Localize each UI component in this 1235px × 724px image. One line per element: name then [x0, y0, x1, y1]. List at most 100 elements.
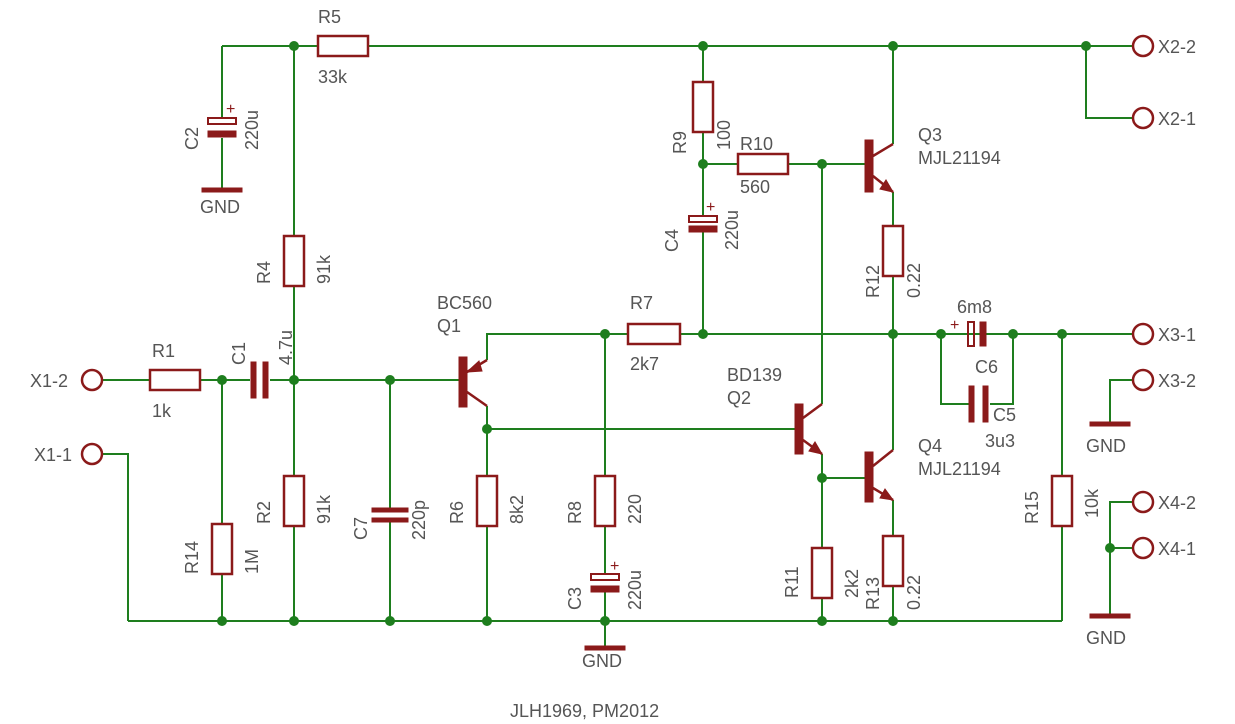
transistor-q1: [458, 356, 488, 408]
connector-label: X3-1: [1158, 325, 1196, 345]
junction-dot: [600, 329, 610, 339]
junction-dot: [1081, 41, 1091, 51]
transistor-q2: [794, 402, 824, 456]
r15-value: 10k: [1082, 488, 1102, 518]
c3-value: 220u: [625, 570, 645, 610]
r11-name: R11: [782, 566, 802, 598]
resistor-r5: [316, 34, 370, 58]
connector-pad-icon: [1131, 536, 1155, 560]
junction-dot: [482, 616, 492, 626]
r5-name: R5: [318, 7, 341, 27]
connector-pad-icon: [1131, 322, 1155, 346]
resistor-r2: [282, 474, 306, 528]
q1-name: Q1: [437, 316, 461, 336]
junction-dot: [217, 375, 227, 385]
junction-dot: [698, 329, 708, 339]
r8-name: R8: [565, 501, 585, 524]
r1-value: 1k: [152, 401, 172, 421]
credit-text: JLH1969, PM2012: [510, 701, 659, 721]
capacitors: + + + +: [207, 101, 1013, 593]
r15-name: R15: [1022, 491, 1042, 524]
junction-dot: [385, 375, 395, 385]
wire-x1-1: [102, 453, 129, 621]
c5-value: 3u3: [985, 431, 1015, 451]
wire-x4: [1109, 501, 1133, 616]
junction-dot: [1057, 329, 1067, 339]
r6-value: 8k2: [507, 495, 527, 524]
capacitor-c1: [250, 361, 269, 399]
junction-dot: [217, 616, 227, 626]
r9-name: R9: [670, 131, 690, 154]
r4-value: 91k: [314, 254, 334, 284]
junction-dot: [817, 473, 827, 483]
junction-dot: [289, 375, 299, 385]
junction-dot: [289, 616, 299, 626]
connector-pad-icon: [1131, 368, 1155, 392]
r9-value: 100: [714, 120, 734, 150]
connector-pad-icon: [1131, 106, 1155, 130]
resistor-r6: [475, 474, 499, 528]
r12-value: 0.22: [904, 263, 924, 298]
connector-pad-icon: [1131, 490, 1155, 514]
r5-value: 33k: [318, 67, 348, 87]
r2-name: R2: [254, 501, 274, 524]
junction-dot: [888, 616, 898, 626]
connector-pad-icon: [1131, 34, 1155, 58]
resistor-r12: [881, 224, 905, 278]
junction-dot: [1105, 543, 1115, 553]
q2-type: BD139: [727, 365, 782, 385]
labels: X1-2 X1-1 X2-2 X2-1 X3-1 X3-2 X4-2 X4-1 …: [30, 7, 1196, 721]
r11-value: 2k2: [842, 569, 862, 598]
wire-x3-2: [1109, 379, 1133, 424]
resistor-r13: [881, 534, 905, 588]
capacitor-c2: +: [207, 101, 237, 138]
svg-text:+: +: [610, 558, 619, 575]
c4-value: 220u: [722, 210, 742, 250]
ground-icon: [201, 187, 243, 193]
junction-dot: [888, 329, 898, 339]
r4-name: R4: [254, 261, 274, 284]
ground-symbols: [201, 187, 1131, 651]
r8-value: 220: [625, 494, 645, 524]
ground-icon: [1089, 421, 1131, 427]
svg-text:+: +: [950, 317, 959, 334]
r6-name: R6: [447, 501, 467, 524]
c6-value: 6m8: [957, 297, 992, 317]
junction-dot: [817, 616, 827, 626]
resistor-r8: [593, 474, 617, 528]
c1-value: 4.7u: [276, 330, 296, 365]
capacitor-c4: +: [688, 199, 718, 233]
capacitor-c5: [968, 385, 989, 423]
junction-dot: [817, 159, 827, 169]
resistor-r15: [1050, 474, 1074, 528]
connector-label: X1-2: [30, 371, 68, 391]
junction-dot: [289, 41, 299, 51]
resistor-r11: [810, 546, 834, 600]
ground-label: GND: [582, 651, 622, 671]
wire-q1-collector: [486, 333, 1133, 360]
r12-name: R12: [863, 265, 883, 298]
junction-dot: [698, 159, 708, 169]
r14-value: 1M: [242, 549, 262, 574]
c2-name: C2: [182, 127, 202, 150]
junction-dot: [888, 41, 898, 51]
q3-type: MJL21194: [918, 148, 1001, 168]
q4-name: Q4: [918, 436, 942, 456]
c5-name: C5: [993, 405, 1016, 425]
c7-value: 220p: [409, 500, 429, 540]
connector-label: X2-2: [1158, 37, 1196, 57]
resistor-r10: [736, 152, 790, 176]
q3-name: Q3: [918, 125, 942, 145]
svg-text:+: +: [706, 199, 715, 216]
c3-name: C3: [565, 587, 585, 610]
resistor-r1: [148, 368, 202, 392]
c7-name: C7: [351, 517, 371, 540]
connector-label: X3-2: [1158, 371, 1196, 391]
resistor-r7: [626, 322, 682, 346]
q4-type: MJL21194: [918, 459, 1001, 479]
junctions: [217, 41, 1115, 626]
resistor-r4: [282, 234, 306, 288]
ground-label: GND: [1086, 628, 1126, 648]
r10-name: R10: [740, 134, 773, 154]
connector-pad-icon: [80, 442, 104, 466]
